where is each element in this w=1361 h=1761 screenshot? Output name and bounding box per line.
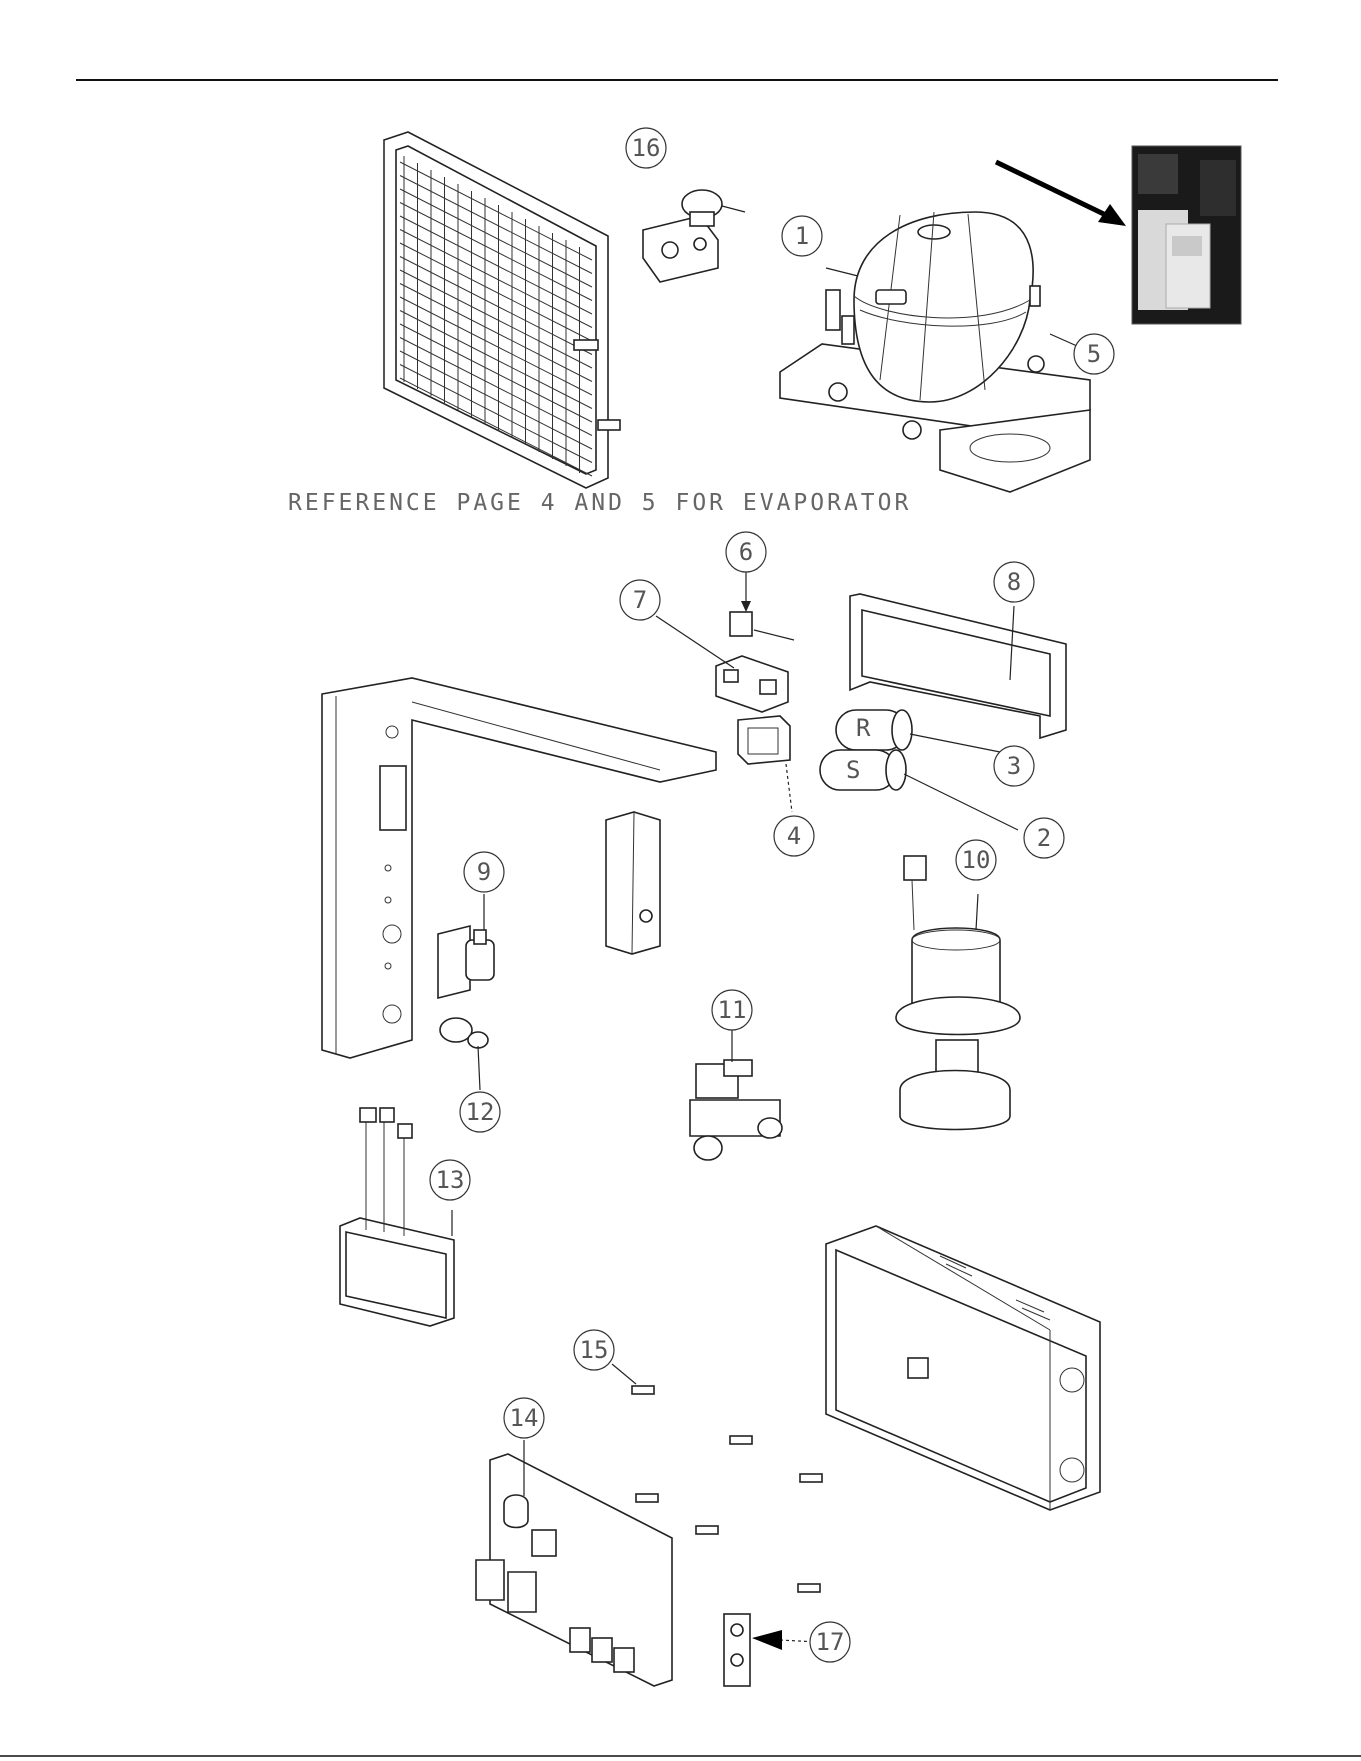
- callout-number-9: 9: [477, 858, 491, 886]
- callout-number-8: 8: [1007, 568, 1021, 596]
- component-photo: [1132, 146, 1241, 324]
- part-2-start-capacitor: S: [820, 750, 1018, 830]
- reference-note: REFERENCE PAGE 4 AND 5 FOR EVAPORATOR: [288, 490, 911, 516]
- part-14-control-board: [476, 1440, 672, 1686]
- callout-number-13: 13: [436, 1166, 465, 1194]
- part-3-run-capacitor: R: [836, 710, 1000, 752]
- start-capacitor-label: S: [846, 756, 860, 784]
- part-7-relay-board: [656, 616, 788, 712]
- callout-number-2: 2: [1037, 824, 1051, 852]
- part-6-relay: [730, 568, 794, 640]
- evaporator: [384, 132, 620, 488]
- part-9-water-valve: [438, 894, 494, 998]
- callout-number-10: 10: [962, 846, 991, 874]
- callout-number-16: 16: [632, 134, 661, 162]
- callout-number-17: 17: [816, 1628, 845, 1656]
- junction-box: [606, 812, 660, 954]
- part-4-relay: [738, 716, 792, 812]
- callout-number-14: 14: [510, 1404, 539, 1432]
- control-enclosure: [826, 1226, 1100, 1510]
- part-12-fitting: [440, 1018, 488, 1090]
- callout-number-11: 11: [718, 996, 747, 1024]
- callout-number-7: 7: [633, 586, 647, 614]
- part-17-plate: [724, 1614, 818, 1686]
- callout-number-15: 15: [580, 1336, 609, 1364]
- pointer-arrow: [996, 162, 1126, 226]
- callout-number-1: 1: [795, 222, 809, 250]
- part-1-compressor: [780, 212, 1090, 492]
- part-10-pump: [896, 856, 1020, 1130]
- callout-number-3: 3: [1007, 752, 1021, 780]
- run-capacitor-label: R: [856, 714, 871, 742]
- part-16-thermostat: [643, 190, 745, 282]
- callout-number-4: 4: [787, 822, 801, 850]
- part-11-inlet-valve: [690, 1024, 782, 1160]
- callout-number-5: 5: [1087, 340, 1101, 368]
- callout-number-12: 12: [466, 1098, 495, 1126]
- callout-number-6: 6: [739, 538, 753, 566]
- part-13-transformer: [340, 1108, 454, 1326]
